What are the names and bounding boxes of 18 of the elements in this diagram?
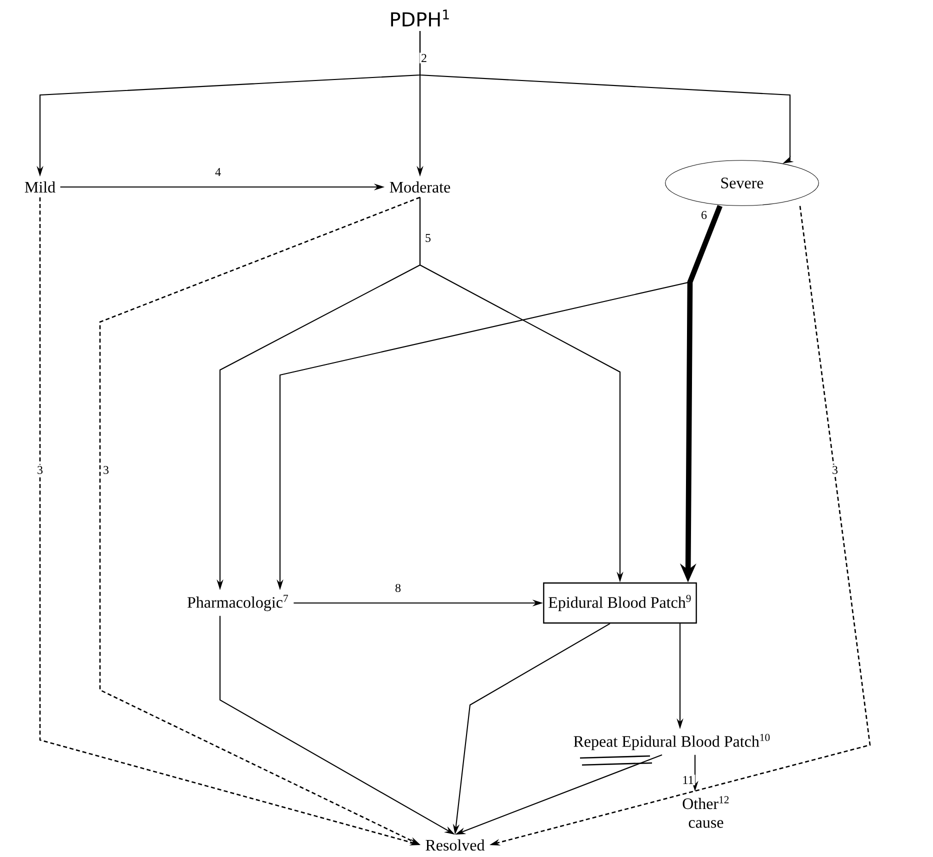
edge-label: 6 <box>700 210 708 220</box>
edge-label: 8 <box>394 582 402 594</box>
outcome-label: Other$^{12}$ cause <box>682 796 729 828</box>
handwritten-title: PDPH$^{1}$ <box>391 10 449 26</box>
edge-label: 2 <box>420 52 428 64</box>
edge-label: 4 <box>214 166 222 178</box>
category-label: Moderate <box>390 181 450 193</box>
treatment-box: Epidural Blood Patch$^{9}$ <box>543 582 697 624</box>
edge-label: 3 <box>102 464 110 476</box>
treatment-label: Repeat Epidural Blood Patch$^{10}$ <box>574 734 770 750</box>
edge-label: 3 <box>36 464 44 476</box>
arrow <box>99 196 420 845</box>
edge-label: 3 <box>830 464 840 476</box>
edge-label: 5 <box>424 232 432 244</box>
edge-label: 11 <box>680 774 696 786</box>
treatment-label: Pharmacologic$^{7}$ <box>187 594 288 612</box>
outcome-label: Resolved <box>426 839 485 851</box>
category-label: Mild <box>24 181 56 193</box>
